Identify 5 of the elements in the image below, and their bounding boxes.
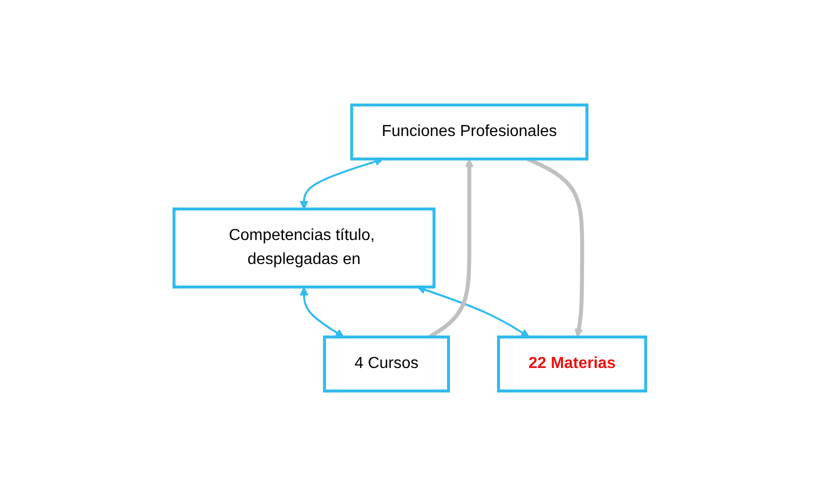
node-box: Competencias título, desplegadas en: [172, 208, 436, 288]
node-box: Funciones Profesionales: [350, 104, 588, 160]
arrow: [299, 287, 344, 338]
node-box: 22 Materias: [496, 336, 647, 392]
node-box: 4 Cursos: [322, 336, 450, 392]
